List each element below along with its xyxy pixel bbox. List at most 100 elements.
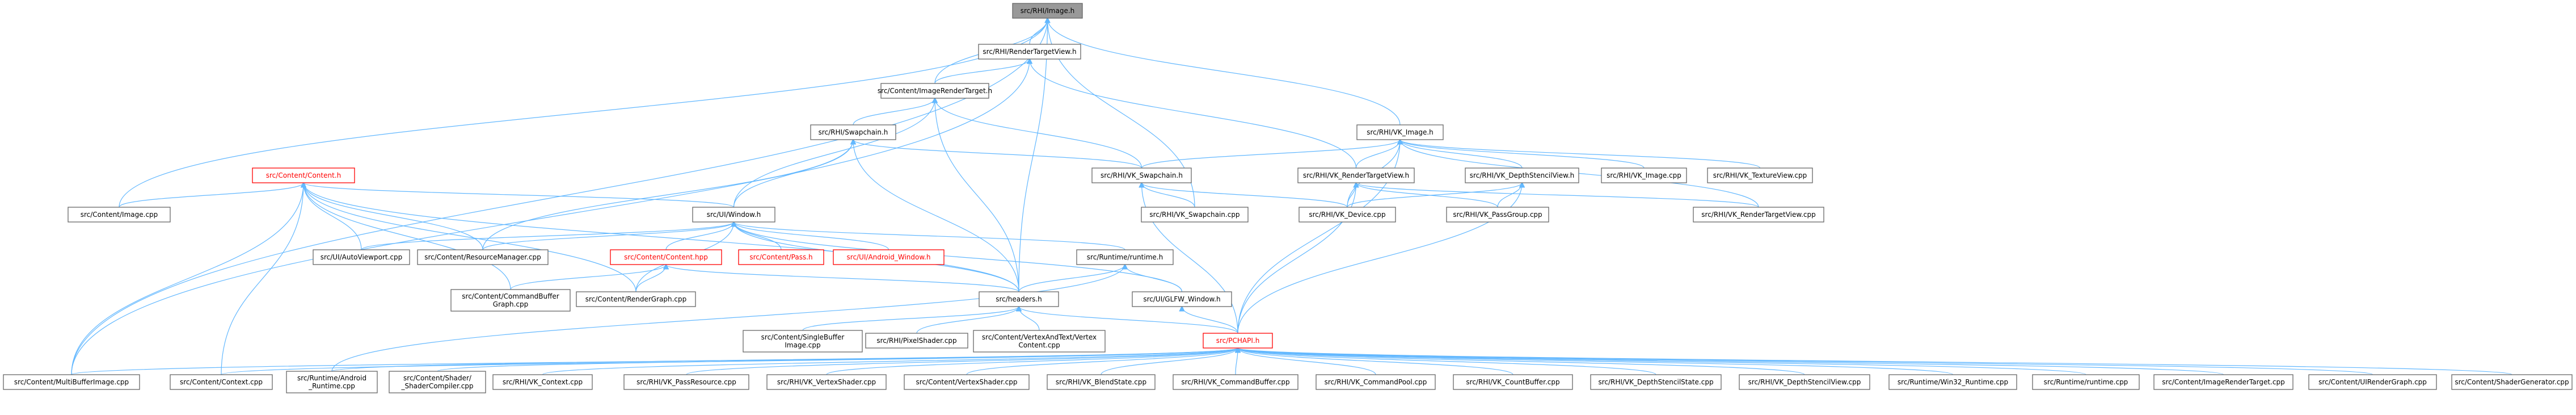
node-box [170, 374, 273, 390]
edge-content_content_h-to-headers_h [303, 183, 1019, 292]
node-label: src/Content/VertexShader.cpp [916, 378, 1018, 386]
node-headers-h[interactable]: src/headers.h [979, 291, 1059, 307]
edge-pchapi_h-to-vk_depthstencilview_cpp [1238, 348, 1805, 375]
node-content-content-hpp[interactable]: src/Content/Content.hpp [610, 249, 722, 265]
node-content-rendergraph-cpp[interactable]: src/Content/RenderGraph.cpp [576, 291, 696, 307]
node-vk-image-cpp[interactable]: src/RHI/VK_Image.cpp [1601, 167, 1687, 183]
edge-vk_depthstencilview_h-to-vk_passgroup_cpp [1497, 183, 1522, 208]
node-content-imagerendertarget-h[interactable]: src/Content/ImageRenderTarget.h [878, 83, 992, 99]
edge-image_h-to-headers_h [1018, 18, 1048, 292]
node-runtime-runtime-h[interactable]: src/Runtime/runtime.h [1076, 249, 1174, 265]
edge-pchapi_h-to-content_imagerendertarget_cpp [1238, 348, 2224, 375]
edge-ui_window_h-to-ui_autoviewport_cpp [361, 222, 734, 250]
node-content-pass-h[interactable]: src/Content/Pass.h [738, 249, 824, 265]
node-label: src/RHI/VK_DepthStencilState.cpp [1598, 378, 1713, 386]
node-vk-countbuffer-cpp[interactable]: src/RHI/VK_CountBuffer.cpp [1453, 374, 1573, 390]
node-ui-glfw-window-h[interactable]: src/UI/GLFW_Window.h [1132, 291, 1232, 307]
node-box [1316, 374, 1436, 390]
node-box [1173, 374, 1298, 390]
node-vk-passresource-cpp[interactable]: src/RHI/VK_PassResource.cpp [623, 374, 749, 390]
node-vk-passgroup-cpp[interactable]: src/RHI/VK_PassGroup.cpp [1446, 207, 1549, 223]
edge-pchapi_h-to-vk_countbuffer_cpp [1238, 348, 1513, 375]
node-content-uirendergraph-cpp[interactable]: src/Content/UIRenderGraph.cpp [2308, 374, 2437, 390]
node-label: src/RHI/Swapchain.h [819, 128, 888, 136]
node-runtime-win32-runtime-cpp[interactable]: src/Runtime/Win32_Runtime.cpp [1888, 374, 2017, 390]
node-label: src/Content/Image.cpp [81, 211, 158, 219]
node-vk-commandpool-cpp[interactable]: src/RHI/VK_CommandPool.cpp [1316, 374, 1436, 390]
node-content-vertexandtext-vertex-content-cpp[interactable]: src/Content/VertexAndText/VertexContent.… [973, 330, 1106, 353]
edge-ui_window_h-to-ui_android_window_h [734, 222, 889, 250]
node-vk-depthstencilstate-cpp[interactable]: src/RHI/VK_DepthStencilState.cpp [1590, 374, 1722, 390]
node-label: src/Content/UIRenderGraph.cpp [2318, 378, 2427, 386]
node-label: Content.cpp [1018, 341, 1060, 349]
node-content-vertexshader-cpp[interactable]: src/Content/VertexShader.cpp [904, 374, 1030, 390]
node-content-imagerendertarget-cpp[interactable]: src/Content/ImageRenderTarget.cpp [2153, 374, 2293, 390]
node-vk-rendertargetview-h[interactable]: src/RHI/VK_RenderTargetView.h [1297, 167, 1415, 183]
node-label: src/Content/CommandBuffer [462, 292, 559, 300]
node-box [1693, 207, 1824, 223]
edge-content_content_hpp-to-content_commandbuffer_graph_cpp [510, 265, 666, 290]
edge-headers_h-to-content_vertexandtext_vertex_content_cpp [1019, 307, 1040, 331]
edge-pchapi_h-to-vk_commandpool_cpp [1238, 348, 1376, 375]
edge-vk_image_h-to-vk_textureview_cpp [1400, 140, 1761, 169]
node-content-image-cpp[interactable]: src/Content/Image.cpp [68, 207, 171, 223]
node-runtime-android-runtime-cpp[interactable]: src/Runtime/Android_Runtime.cpp [286, 371, 378, 393]
node-vk-textureview-cpp[interactable]: src/RHI/VK_TextureView.cpp [1707, 167, 1813, 183]
node-vk-swapchain-cpp[interactable]: src/RHI/VK_Swapchain.cpp [1141, 207, 1249, 223]
node-pchapi-h[interactable]: src/PCHAPI.h [1203, 333, 1273, 349]
node-box [978, 44, 1081, 60]
node-rhi-pixelshader-cpp[interactable]: src/RHI/PixelShader.cpp [865, 333, 968, 349]
node-label: src/RHI/VK_CommandPool.cpp [1325, 378, 1427, 386]
node-label: src/Content/ImageRenderTarget.h [878, 87, 992, 95]
edge-content_content_h-to-content_image_cpp [119, 183, 303, 208]
node-label: src/Content/RenderGraph.cpp [585, 295, 687, 303]
node-label: src/RHI/VK_RenderTargetView.h [1303, 171, 1409, 179]
node-content-shadergenerator-cpp[interactable]: src/Content/ShaderGenerator.cpp [2451, 374, 2573, 390]
edge-ui_glfw_window_h-to-pchapi_h [1182, 307, 1238, 334]
node-box [450, 289, 571, 312]
edge-ui_window_h-to-content_pass_h [734, 222, 782, 250]
node-box [692, 207, 775, 223]
edge-content_content_hpp-to-content_rendergraph_cpp [635, 265, 666, 292]
node-vk-swapchain-h[interactable]: src/RHI/VK_Swapchain.h [1091, 167, 1192, 183]
node-label: src/RHI/VK_Image.h [1367, 128, 1434, 136]
node-box [610, 249, 722, 265]
node-box [3, 374, 140, 390]
node-box [286, 371, 378, 393]
edge-ui_window_h-to-runtime_runtime_h [734, 222, 1125, 250]
node-content-content-h[interactable]: src/Content/Content.h [252, 167, 355, 183]
node-label: src/RHI/VK_PassResource.cpp [636, 378, 736, 386]
node-vk-depthstencilview-h[interactable]: src/RHI/VK_DepthStencilView.h [1465, 167, 1579, 183]
node-ui-android-window-h[interactable]: src/UI/Android_Window.h [833, 249, 945, 265]
node-vk-blendstate-cpp[interactable]: src/RHI/VK_BlendState.cpp [1047, 374, 1156, 390]
node-vk-device-cpp[interactable]: src/RHI/VK_Device.cpp [1298, 207, 1396, 223]
node-content-multibufferimage-cpp[interactable]: src/Content/MultiBufferImage.cpp [3, 374, 140, 390]
node-layer: src/RHI/Image.h src/RHI/RenderTargetView.… [3, 3, 2573, 393]
node-label: src/Content/Content.hpp [624, 253, 708, 261]
node-ui-window-h[interactable]: src/UI/Window.h [692, 207, 775, 223]
edge-vk_rendertargetview_h-to-vk_rendertargetview_cpp [1356, 183, 1759, 208]
edge-rendertargetview_h-to-content_imagerendertarget_h [934, 59, 1030, 84]
node-vk-rendertargetview-cpp[interactable]: src/RHI/VK_RenderTargetView.cpp [1693, 207, 1824, 223]
node-vk-depthstencilview-cpp[interactable]: src/RHI/VK_DepthStencilView.cpp [1739, 374, 1870, 390]
node-vk-image-h[interactable]: src/RHI/VK_Image.h [1356, 124, 1444, 140]
node-box [313, 249, 410, 265]
node-vk-vertexshader-cpp[interactable]: src/RHI/VK_VertexShader.cpp [766, 374, 887, 390]
node-label: src/UI/Android_Window.h [847, 253, 931, 261]
node-label: src/Content/Shader/ [403, 374, 472, 382]
node-runtime-runtime-cpp[interactable]: src/Runtime/runtime.cpp [2032, 374, 2140, 390]
node-content-context-cpp[interactable]: src/Content/Context.cpp [170, 374, 273, 390]
node-image-h[interactable]: src/RHI/Image.h [1012, 3, 1083, 19]
node-rendertargetview-h[interactable]: src/RHI/RenderTargetView.h [978, 44, 1081, 60]
edge-pchapi_h-to-vk_context_cpp [542, 348, 1238, 375]
edge-headers_h-to-content_singlebuffer_image_cpp [802, 307, 1019, 331]
node-content-shader-shadercompiler-cpp[interactable]: src/Content/Shader/_ShaderCompiler.cpp [389, 371, 486, 393]
node-ui-autoviewport-cpp[interactable]: src/UI/AutoViewport.cpp [313, 249, 410, 265]
node-box [973, 330, 1106, 353]
node-swapchain-h[interactable]: src/RHI/Swapchain.h [810, 124, 896, 140]
node-vk-commandbuffer-cpp[interactable]: src/RHI/VK_CommandBuffer.cpp [1173, 374, 1298, 390]
node-vk-context-cpp[interactable]: src/RHI/VK_Context.cpp [492, 374, 593, 390]
node-content-resourcemanager-cpp[interactable]: src/Content/ResourceManager.cpp [417, 249, 549, 265]
